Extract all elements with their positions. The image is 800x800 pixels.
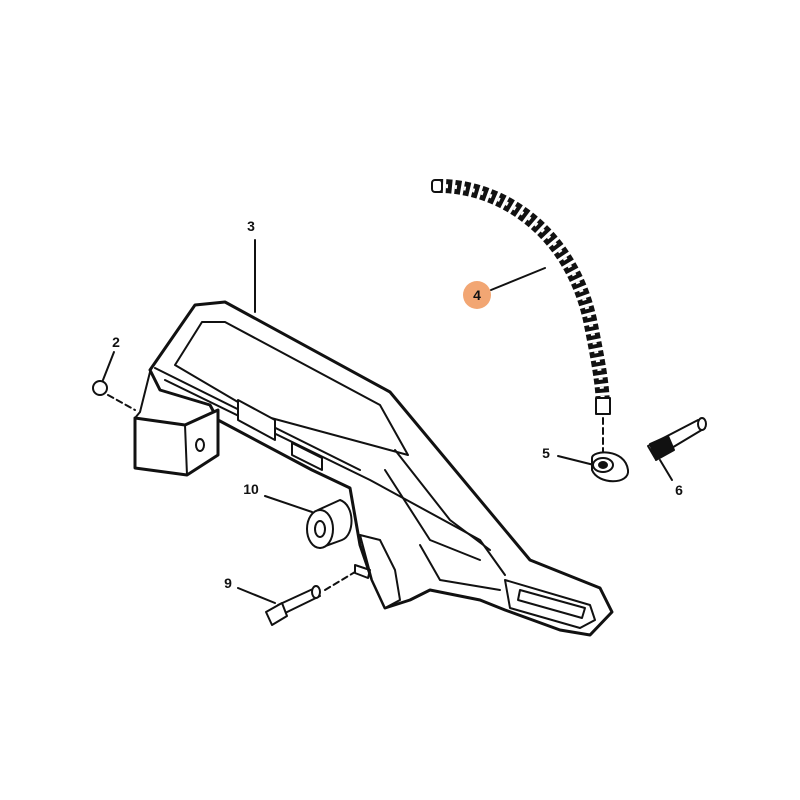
callout-3[interactable]: 3 xyxy=(247,218,255,234)
callout-4-highlighted[interactable]: 4 xyxy=(463,281,491,309)
callout-6[interactable]: 6 xyxy=(675,482,683,498)
dashed-line-2 xyxy=(107,394,136,411)
callout-2[interactable]: 2 xyxy=(112,334,120,350)
bushing-part-10[interactable] xyxy=(306,499,353,549)
leader-line-10 xyxy=(264,495,313,513)
leader-line-9 xyxy=(237,587,276,604)
callout-9[interactable]: 9 xyxy=(224,575,232,591)
coolant-hose-part-4[interactable] xyxy=(431,178,611,415)
leader-line-4 xyxy=(490,267,546,291)
dashed-line-9 xyxy=(324,571,356,591)
fitting-part-5[interactable] xyxy=(591,451,629,483)
callout-10[interactable]: 10 xyxy=(243,481,259,497)
pin-part-9[interactable] xyxy=(265,585,321,626)
leader-line-2 xyxy=(102,351,115,381)
leader-line-6 xyxy=(659,459,673,481)
ball-part-2[interactable] xyxy=(92,380,108,396)
callout-5[interactable]: 5 xyxy=(542,445,550,461)
bracket-part-3[interactable] xyxy=(133,300,614,637)
valve-part-6[interactable] xyxy=(647,417,707,461)
